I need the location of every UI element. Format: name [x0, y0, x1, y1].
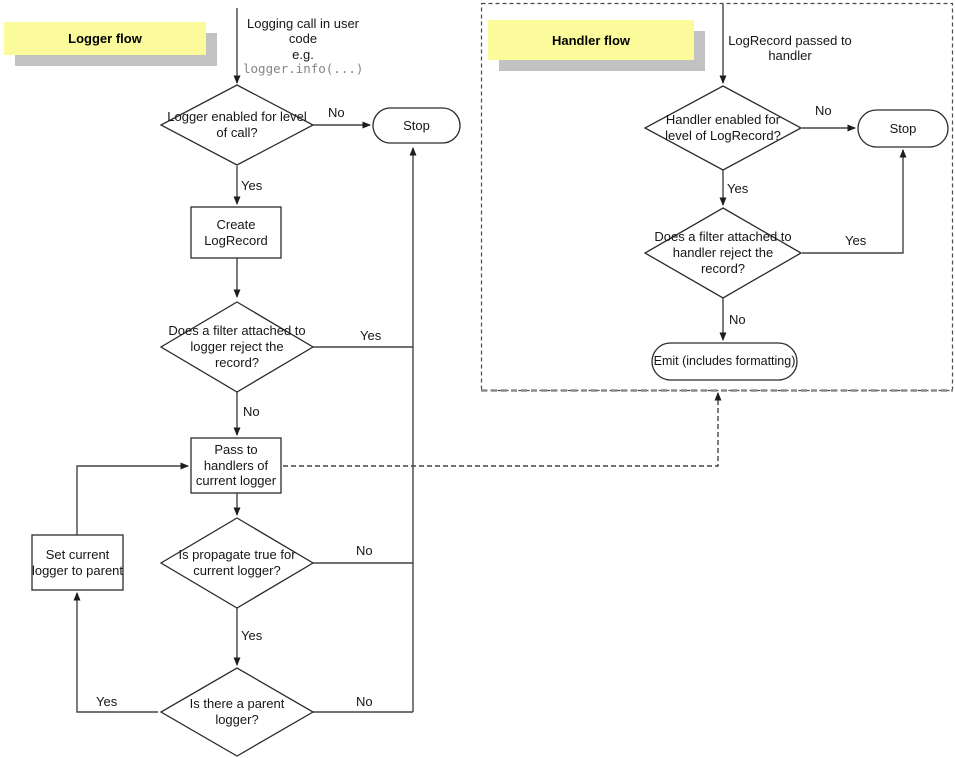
label-handler-filter-yes: Yes [845, 233, 867, 248]
logger-stop-node [372, 107, 461, 144]
logger-start-eg: e.g. [292, 46, 314, 62]
handler-enabled-text: Handler enabled for level of LogRecord? [665, 112, 781, 143]
handler-stop-node [857, 109, 949, 148]
label-handler-enabled-yes: Yes [727, 181, 749, 196]
label-propagate-no: No [356, 543, 373, 558]
label-parent-yes: Yes [96, 694, 118, 709]
handler-flow-container [480, 2, 954, 392]
logger-stop-text: Stop [403, 117, 430, 133]
emit-text: Emit (includes formatting) [653, 353, 796, 368]
handler-start-text: LogRecord passed to handler [728, 33, 852, 64]
edge-handler-filter-yes-to-stop [802, 149, 907, 254]
handler-flow-title: Handler flow [488, 20, 694, 60]
pass-to-handlers-text: Pass to handlers of current logger [195, 441, 277, 489]
pass-to-handlers-box [190, 437, 282, 494]
propagate-diamond [159, 517, 315, 609]
set-current-logger-text: Set current logger to parent [31, 546, 124, 578]
set-current-logger-box [31, 534, 124, 591]
label-handler-enabled-no: No [815, 103, 832, 118]
label-handler-filter-no: No [729, 312, 746, 327]
create-logrecord-text: Create LogRecord [204, 216, 268, 248]
label-enabled-yes: Yes [241, 178, 263, 193]
label-propagate-yes: Yes [241, 628, 263, 643]
propagate-text: Is propagate true for current logger? [178, 547, 296, 578]
logger-filter-diamond [159, 301, 315, 393]
handler-stop-text: Stop [889, 120, 917, 136]
parent-logger-text: Is there a parent logger? [189, 696, 285, 727]
logger-start-code: logger.info(...) [243, 60, 364, 76]
emit-node [651, 342, 798, 381]
edge-set-to-pass [76, 462, 189, 535]
label-parent-no: No [356, 694, 373, 709]
logger-enabled-text: Logger enabled for level of call? [167, 109, 307, 140]
logger-enabled-diamond [159, 84, 315, 166]
logger-flow-title: Logger flow [4, 22, 206, 55]
edge-pass-to-handler-flow-dashed [283, 392, 722, 467]
create-logrecord-box [190, 206, 282, 259]
logger-start-line: Logging call in user code [246, 16, 360, 47]
logger-start-text: Logging call in user code e.g. logger.in… [243, 16, 363, 77]
logger-filter-text: Does a filter attached to logger reject … [168, 323, 306, 370]
handler-filter-text: Does a filter attached to handler reject… [654, 229, 792, 276]
handler-filter-diamond [643, 207, 803, 299]
label-filter-no: No [243, 404, 260, 419]
handler-enabled-diamond [643, 85, 803, 171]
label-filter-yes: Yes [360, 328, 382, 343]
label-enabled-no: No [328, 105, 345, 120]
edge-parent-yes-to-set [73, 592, 158, 713]
parent-logger-diamond [159, 667, 315, 757]
